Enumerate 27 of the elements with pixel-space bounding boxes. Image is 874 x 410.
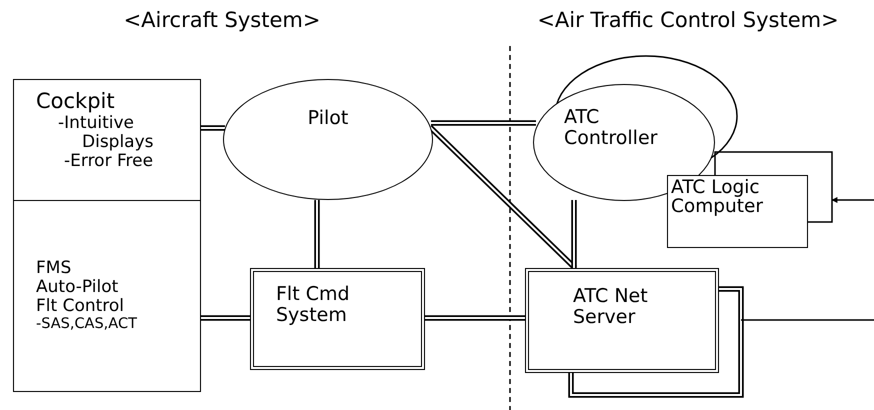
- node-text: Flt Cmd System: [276, 284, 351, 327]
- section-heading: <Aircraft System>: [124, 8, 320, 32]
- node-text: Pilot: [308, 108, 348, 130]
- process-box: [13, 79, 201, 201]
- node-text: Flt Control: [36, 297, 124, 316]
- connector: [741, 319, 874, 321]
- node-heading: Cockpit: [36, 90, 115, 114]
- node-text: ATC Net Server: [573, 286, 649, 329]
- node-text: -Error Free: [63, 152, 154, 171]
- node-text: ATC Logic Computer: [671, 178, 764, 217]
- node-text: ATC Controller: [564, 107, 658, 150]
- double-line-connector: [314, 200, 320, 268]
- system-box: [525, 268, 719, 373]
- double-line-connector: [431, 120, 536, 126]
- node-text: -SAS,CAS,ACT: [36, 316, 137, 333]
- double-line-connector: [425, 315, 525, 321]
- double-line-connector: [571, 200, 577, 268]
- node-text: -Intuitive Displays: [57, 114, 155, 152]
- double-line-connector: [201, 315, 250, 321]
- connector: [831, 197, 874, 203]
- process-box: [667, 175, 808, 248]
- system-box: [250, 268, 425, 370]
- process-box: [13, 200, 201, 392]
- double-line-connector: [201, 125, 225, 131]
- node-heading: FMS: [36, 259, 72, 278]
- node-text: Auto-Pilot: [36, 278, 118, 298]
- section-heading: <Air Traffic Control System>: [537, 8, 839, 32]
